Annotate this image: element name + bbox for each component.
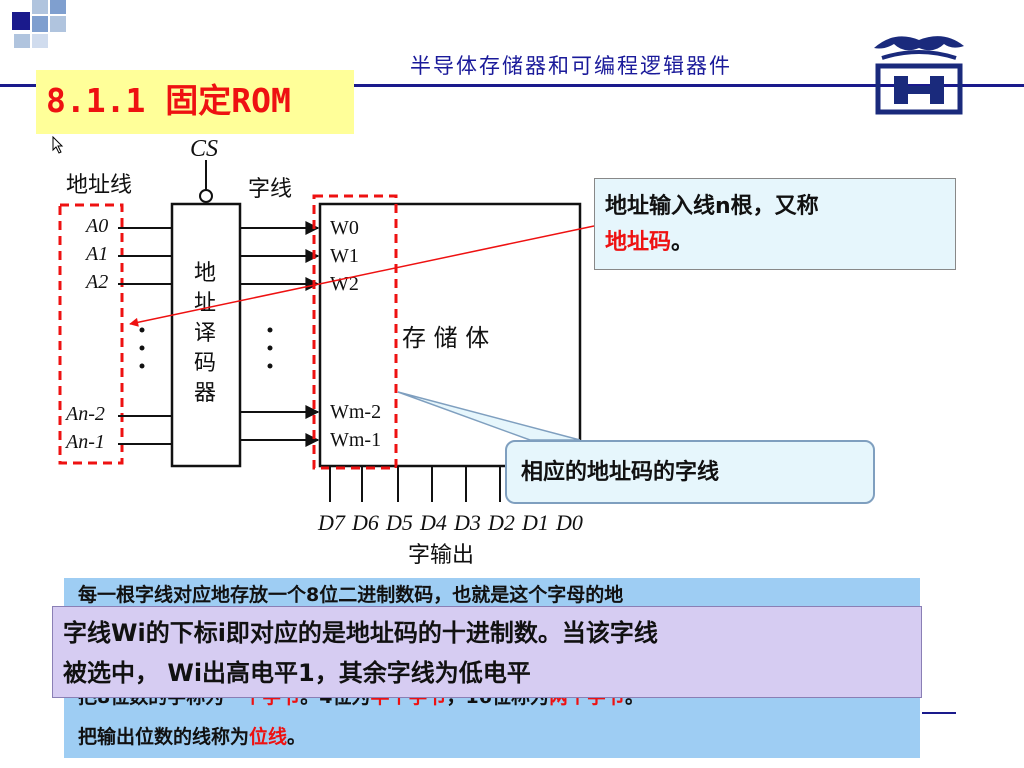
address-code-highlight: 地址码	[605, 230, 672, 255]
footer-divider	[922, 712, 956, 714]
memory-array-box	[318, 202, 582, 468]
data-output-d1: D1	[521, 510, 549, 535]
panel-text-line1: 每一根字线对应地存放一个8位二进制数码，也就是这个字母的地	[78, 584, 624, 606]
address-pointer-arrow	[129, 225, 595, 327]
corner-decoration	[12, 0, 66, 48]
address-callout: 地址输入线n根，又称 地址码。	[594, 178, 956, 270]
data-output-d2: D2	[487, 510, 515, 535]
address-input-an-1: An-1	[64, 431, 105, 453]
data-output-d7: D7	[317, 510, 346, 535]
data-output-d3: D3	[453, 510, 481, 535]
address-lines-label: 地址线	[66, 173, 132, 198]
word-line-explanation-overlay: 字线Wi的下标i即对应的是地址码的十进制数。当该字线 被选中， Wi出高电平1，…	[52, 606, 922, 698]
decoder-label-3: 译	[194, 321, 216, 346]
header-divider	[0, 84, 1024, 87]
section-title: 8.1.1 固定ROM	[36, 70, 354, 134]
decoder-label-5: 器	[194, 381, 216, 406]
word-lines-box	[312, 194, 398, 470]
header-title: 半导体存储器和可编程逻辑器件	[410, 54, 732, 78]
address-callout-line2: 地址码。	[605, 225, 945, 261]
word-line-wm-2: Wm-2	[330, 401, 381, 423]
data-output-label: 字输出	[408, 543, 474, 568]
address-input-a0: A0	[84, 215, 108, 237]
cs-label: CS	[190, 136, 218, 162]
address-lines-box	[58, 203, 124, 465]
word-lines-label: 字线	[248, 177, 292, 202]
mouse-cursor-icon	[52, 136, 64, 154]
word-line-w2: W2	[330, 273, 359, 295]
bit-line-highlight: 位线	[249, 726, 288, 748]
data-output-d4: D4	[419, 510, 447, 535]
overlay-line2: 被选中， Wi出高电平1，其余字线为低电平	[63, 659, 531, 687]
overlay-line1: 字线Wi的下标i即对应的是地址码的十进制数。当该字线	[63, 619, 658, 647]
address-input-an-2: An-2	[64, 403, 105, 425]
address-callout-period: 。	[671, 230, 694, 255]
panel-text-line4: 把输出位数的线称为位线。	[78, 722, 306, 749]
word-line-w0: W0	[330, 217, 359, 239]
data-output-d6: D6	[351, 510, 379, 535]
decoder-label-2: 址	[194, 291, 216, 316]
data-output-d0: D0	[555, 510, 583, 535]
word-line-w1: W1	[330, 245, 359, 267]
address-callout-line1: 地址输入线n根，又称	[605, 194, 819, 219]
data-output-d5: D5	[385, 510, 413, 535]
panel-text-segment: 。	[287, 726, 307, 748]
memory-label: 存 储 体	[402, 324, 489, 352]
university-logo-icon	[874, 36, 964, 115]
word-line-wm-1: Wm-1	[330, 429, 381, 451]
address-input-a2: A2	[84, 271, 108, 293]
decoder-label-1: 地	[194, 261, 216, 286]
word-line-callout: 相应的地址码的字线	[505, 440, 875, 504]
panel-text-segment: 把输出位数的线称为	[78, 726, 250, 748]
address-decoder-box	[170, 202, 242, 468]
decoder-label-4: 码	[194, 351, 216, 376]
address-input-a1: A1	[84, 243, 108, 265]
